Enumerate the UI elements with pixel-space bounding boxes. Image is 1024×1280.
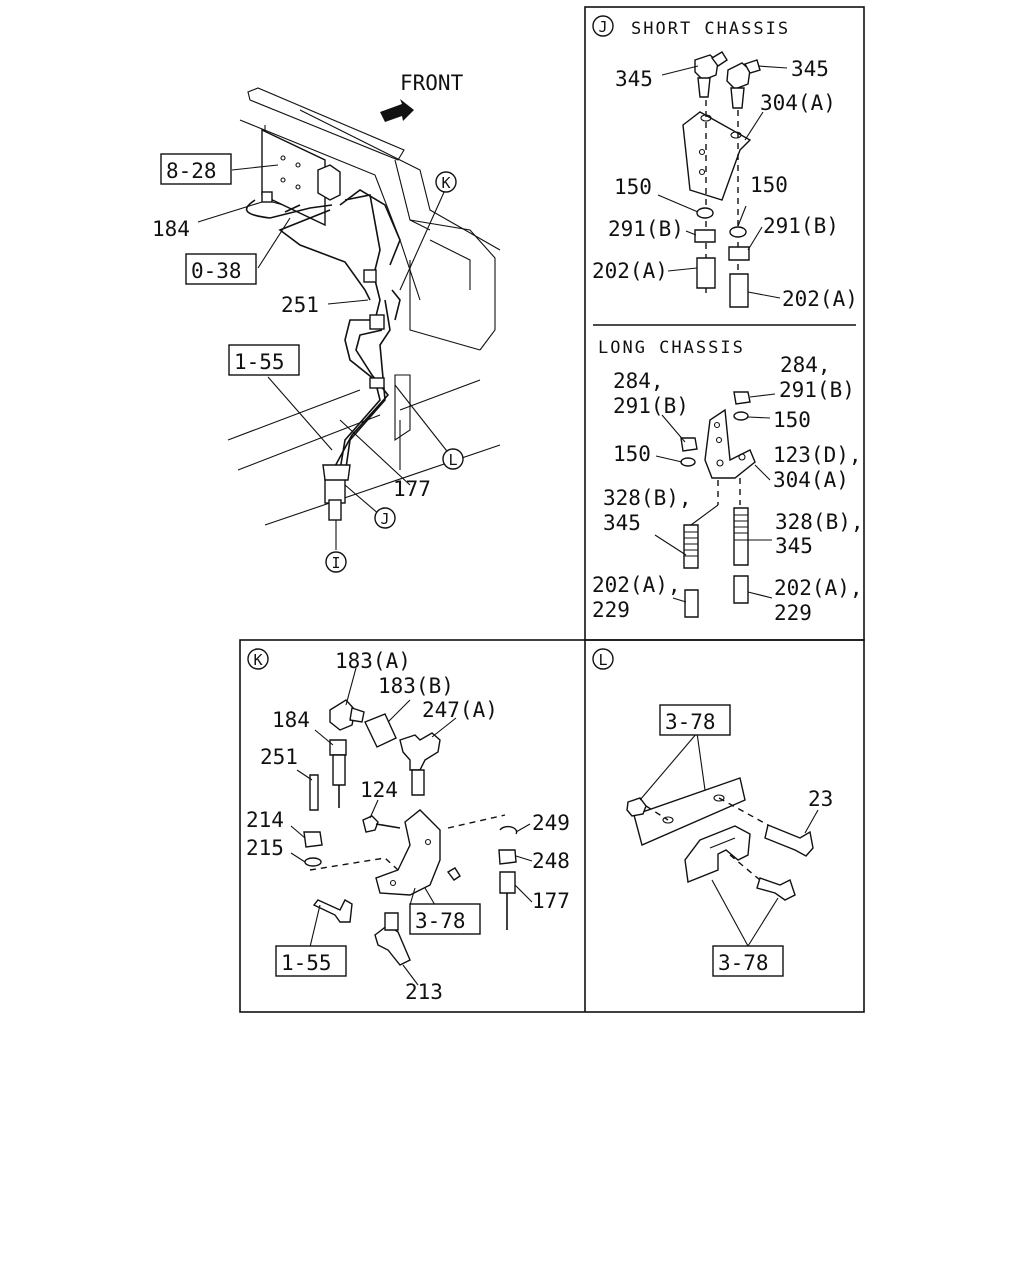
- panel-j-title: SHORT CHASSIS: [631, 19, 790, 39]
- marker-k: K: [441, 174, 450, 192]
- k-label-247a: 247(A): [422, 698, 498, 722]
- j-label-345-left: 345: [615, 67, 653, 91]
- panel-j-marker: J: [598, 18, 607, 36]
- k-label-177: 177: [532, 889, 570, 913]
- k-label-183b: 183(B): [378, 674, 454, 698]
- long-label-229-right: 229: [774, 601, 812, 625]
- long-label-284-right: 284,: [780, 353, 831, 377]
- main-leaders: [197, 164, 451, 550]
- j-label-345-right: 345: [791, 57, 829, 81]
- front-arrow-icon: [380, 99, 414, 122]
- ref-8-28: 8-28: [166, 159, 217, 183]
- k-label-251: 251: [260, 745, 298, 769]
- long-label-328b-right: 328(B),: [775, 510, 864, 534]
- front-label: FRONT: [400, 71, 464, 95]
- long-label-229-left: 229: [592, 598, 630, 622]
- j-label-150-right: 150: [750, 173, 788, 197]
- panel-k-marker: K: [253, 651, 262, 669]
- long-label-123d: 123(D),: [773, 443, 862, 467]
- long-label-291b-right: 291(B): [779, 378, 855, 402]
- long-label-202a-right: 202(A),: [774, 576, 863, 600]
- marker-l: L: [448, 451, 457, 469]
- k-label-183a: 183(A): [335, 649, 411, 673]
- long-label-304a: 304(A): [773, 468, 849, 492]
- long-label-328b-left: 328(B),: [603, 486, 692, 510]
- long-label-345-left: 345: [603, 511, 641, 535]
- j-label-291b-left: 291(B): [608, 217, 684, 241]
- j-label-150-left: 150: [614, 175, 652, 199]
- chassis-frame-outline: [227, 87, 501, 526]
- ref-1-55: 1-55: [234, 350, 285, 374]
- k-label-214: 214: [246, 808, 284, 832]
- part-251-label: 251: [281, 293, 319, 317]
- k-ref-1-55: 1-55: [281, 951, 332, 975]
- marker-j: J: [380, 510, 389, 528]
- panel-short-chassis: J SHORT CHASSIS 345: [592, 15, 858, 311]
- k-ref-3-78: 3-78: [415, 909, 466, 933]
- long-label-345-right: 345: [775, 534, 813, 558]
- part-184-label: 184: [152, 217, 190, 241]
- long-chassis-title: LONG CHASSIS: [598, 338, 745, 358]
- long-label-150-right: 150: [773, 408, 811, 432]
- j-label-202a-left: 202(A): [592, 259, 668, 283]
- long-label-202a-left: 202(A),: [592, 573, 681, 597]
- l-label-23: 23: [808, 787, 833, 811]
- brake-pipes: [245, 189, 401, 521]
- k-label-248: 248: [532, 849, 570, 873]
- k-label-249: 249: [532, 811, 570, 835]
- l-ref-3-78-bottom: 3-78: [718, 951, 769, 975]
- marker-i: I: [331, 554, 340, 572]
- k-label-215: 215: [246, 836, 284, 860]
- panel-l-marker: L: [598, 651, 607, 669]
- l-ref-3-78-top: 3-78: [665, 710, 716, 734]
- j-label-202a-right: 202(A): [782, 287, 858, 311]
- panel-l: L 3-78 23 3-78: [592, 648, 833, 977]
- part-177-label: 177: [393, 477, 431, 501]
- ref-0-38: 0-38: [191, 259, 242, 283]
- j-label-304a: 304(A): [760, 91, 836, 115]
- panel-long-chassis: LONG CHASSIS 284, 291(B): [592, 338, 864, 625]
- long-label-150-left: 150: [613, 442, 651, 466]
- k-label-213: 213: [405, 980, 443, 1004]
- k-label-184: 184: [272, 708, 310, 732]
- long-label-284-left: 284,: [613, 369, 664, 393]
- k-label-124: 124: [360, 778, 398, 802]
- panel-k: K: [246, 648, 570, 1004]
- main-view: FRONT: [152, 71, 501, 573]
- panel-frames: [239, 6, 865, 1013]
- long-label-291b-left: 291(B): [613, 394, 689, 418]
- j-label-291b-right: 291(B): [763, 214, 839, 238]
